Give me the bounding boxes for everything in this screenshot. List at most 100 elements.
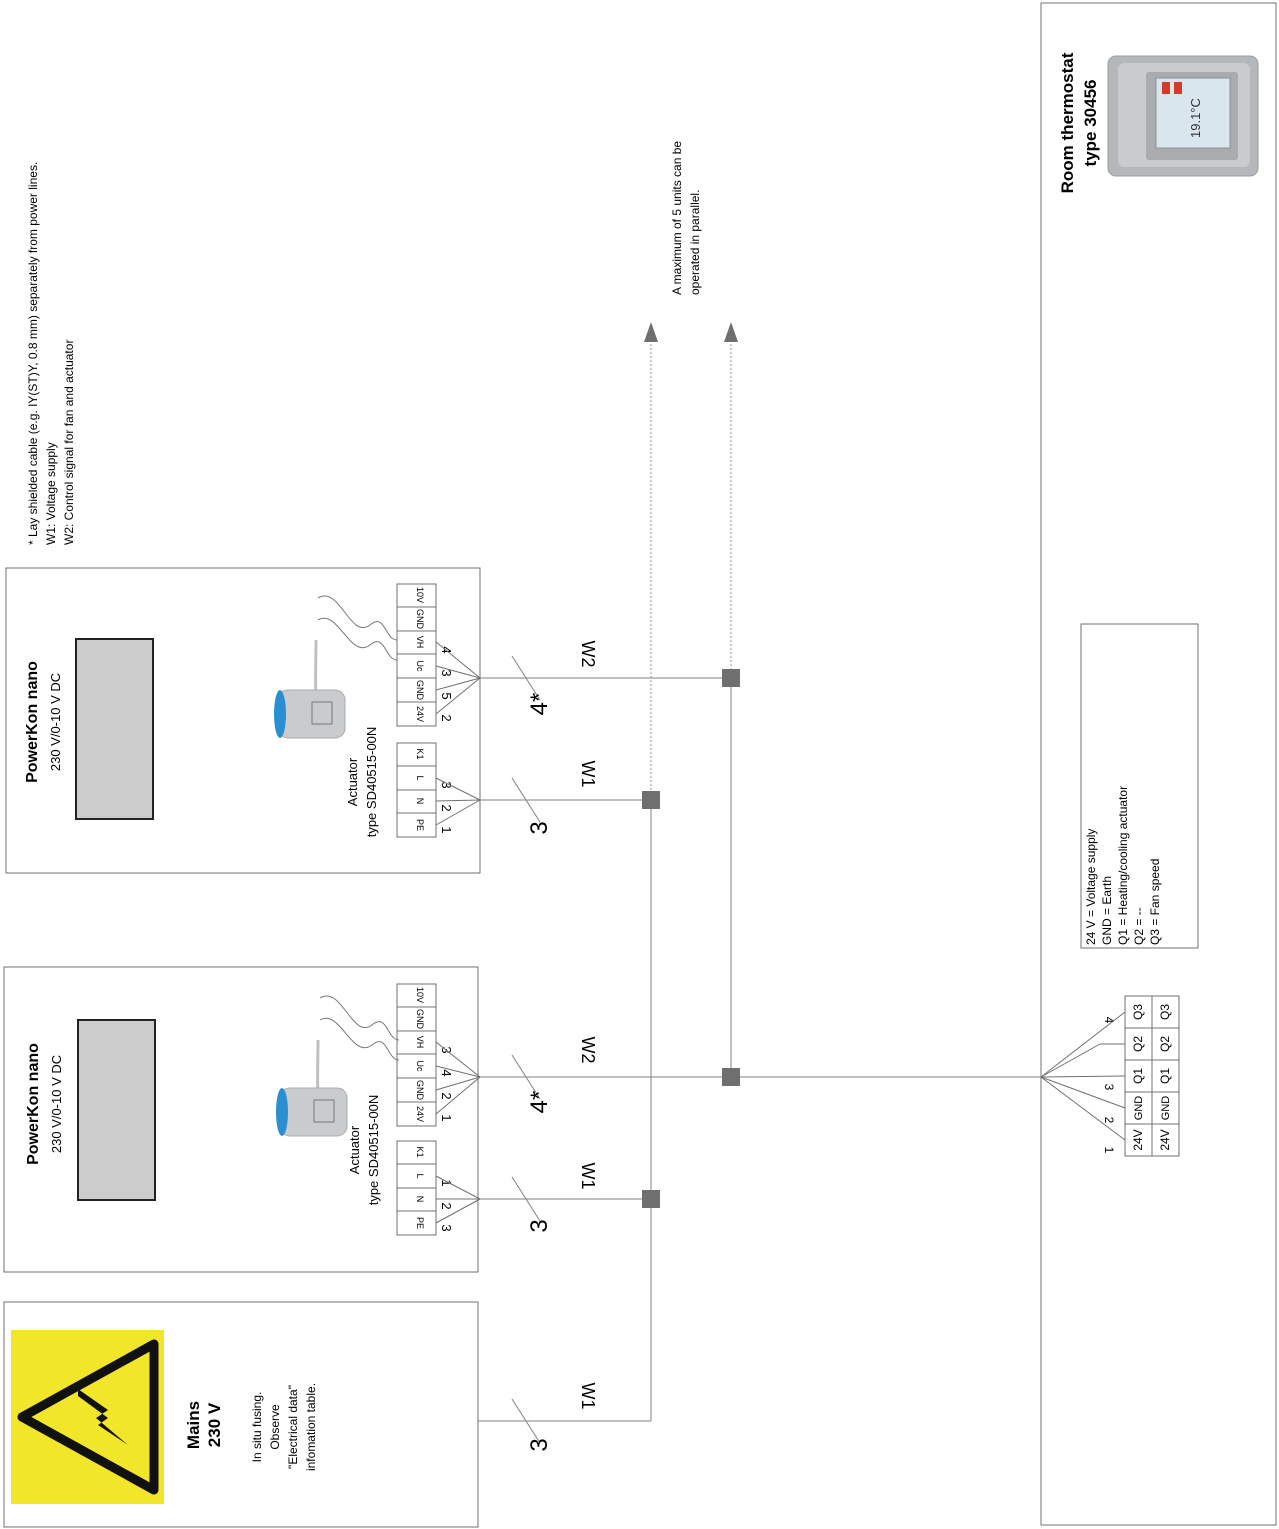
actuator-2-image — [276, 995, 400, 1137]
mains-note-2: Observe — [268, 1404, 282, 1450]
terminal-number: 2 — [439, 1202, 454, 1209]
terminal-label: Q2 — [1158, 1036, 1172, 1052]
unit-1-actuator-label-1: Actuator — [345, 757, 360, 806]
parallel-extension-lines — [650, 340, 732, 800]
terminal-number: 3 — [439, 781, 454, 788]
terminal-number: 3 — [439, 669, 454, 676]
junction-points — [642, 669, 740, 1208]
junction-dot — [642, 1190, 660, 1208]
mains-title-1: Mains — [184, 1401, 203, 1449]
thermostat-device-image: 19.1°C — [1107, 55, 1259, 177]
powerkon-unit-1-display — [75, 638, 154, 820]
unit-2-control-terminals: 24V GND Uc VH GND 10V 1 2 4 3 — [396, 983, 454, 1127]
mains-title-2: 230 V — [205, 1402, 224, 1447]
up-arrow-icon — [724, 322, 738, 342]
cable-labels: W2 W1 W2 W1 W1 4* 3 4* 3 3 — [526, 641, 598, 1452]
terminal-label: 10V — [415, 987, 425, 1003]
cable-notes: * Lay shielded cable (e.g. IY(ST)Y, 0.8 … — [26, 162, 76, 545]
mains-panel — [3, 1301, 479, 1528]
note-line-2: W1: Voltage supply — [44, 442, 58, 545]
terminal-label: GND — [1160, 1096, 1172, 1121]
terminal-label: Q3 — [1131, 1004, 1145, 1020]
legend-item: Q1 = Heating/cooling actuator — [1116, 786, 1130, 945]
junction-dot — [642, 791, 660, 809]
terminal-label: GND — [1133, 1096, 1145, 1121]
terminal-label: K1 — [415, 748, 425, 759]
terminal-number: 2 — [439, 804, 454, 811]
unit-1-power-terminals: PE N L K1 1 2 3 — [396, 742, 454, 838]
terminal-label: 24V — [1158, 1129, 1172, 1150]
thermostat-panel — [1040, 2, 1277, 1526]
terminal-number: 1 — [439, 826, 454, 833]
wire-count: 4* — [526, 693, 553, 716]
unit-2-wire-fans — [435, 1041, 481, 1224]
unit-1-control-terminals: 24V GND Uc VH GND 10V 2 5 3 4 — [396, 583, 454, 727]
terminal-label: Q2 — [1131, 1036, 1145, 1052]
terminal-label: Q1 — [1131, 1068, 1145, 1084]
wire-number: 4 — [1102, 1017, 1116, 1024]
mains-note-3: "Electrical data" — [286, 1385, 300, 1469]
actuator-1-image — [274, 595, 398, 739]
terminal-number: 1 — [439, 1114, 454, 1121]
terminal-number: 2 — [439, 714, 454, 721]
terminal-label: GND — [415, 1009, 425, 1030]
cable-label-w1: W1 — [578, 1383, 598, 1410]
cable-label-w2: W2 — [578, 641, 598, 668]
wire-count: 3 — [526, 1438, 553, 1451]
wiring-lines — [478, 655, 1041, 1444]
note-line-1: * Lay shielded cable (e.g. IY(ST)Y, 0.8 … — [26, 162, 40, 545]
terminal-label: PE — [415, 1217, 425, 1229]
terminal-label: N — [415, 1196, 425, 1203]
terminal-label: Uc — [415, 661, 425, 672]
cable-label-w2: W2 — [578, 1037, 598, 1064]
legend-item: Q2 = -- — [1132, 907, 1146, 945]
unit-1-subtitle: 230 V/0-10 V DC — [48, 673, 63, 771]
up-arrow-icon — [644, 322, 658, 342]
terminal-label: 24V — [1131, 1129, 1145, 1150]
unit-2-actuator-label-1: Actuator — [347, 1125, 362, 1174]
thermostat-legend-box — [1080, 623, 1199, 949]
legend-item: 24 V = Voltage supply — [1084, 829, 1098, 945]
parallel-note-line-2: operated in parallel. — [688, 190, 702, 295]
thermostat-title-line-1: Room thermostat — [1058, 52, 1077, 193]
unit-2-actuator-label-2: type SD40515-00N — [366, 1095, 381, 1206]
parallel-note: A maximum of 5 units can be operated in … — [670, 141, 702, 295]
terminal-number: 5 — [439, 692, 454, 699]
mains-note-4: infomation table. — [304, 1383, 318, 1471]
note-line-3: W2: Control signal for fan and actuator — [62, 340, 76, 545]
thermostat-title: Room thermostat type 30456 — [1058, 52, 1100, 193]
thermostat-terminal-block: 24V GND Q1 Q2 Q3 24V GND Q1 Q2 Q3 1 2 3 … — [1102, 995, 1180, 1157]
terminal-label: 24V — [415, 706, 425, 722]
thermostat-wire-fan — [1040, 1011, 1126, 1141]
powerkon-unit-1-box — [5, 567, 481, 874]
parallel-note-line-1: A maximum of 5 units can be — [670, 141, 684, 295]
terminal-label: L — [415, 775, 425, 780]
cable-label-w1: W1 — [578, 1163, 598, 1190]
terminal-number: 2 — [439, 1092, 454, 1099]
terminal-number: 1 — [439, 1179, 454, 1186]
high-voltage-warning-icon — [11, 1330, 164, 1504]
wire-number: 1 — [1102, 1147, 1116, 1154]
unit-1-wire-fans — [435, 641, 481, 826]
legend-item: GND = Earth — [1100, 876, 1114, 945]
terminal-label: Q3 — [1158, 1004, 1172, 1020]
terminal-label: GND — [415, 1080, 425, 1101]
terminal-label: PE — [415, 819, 425, 831]
thermostat-display-value: 19.1°C — [1188, 98, 1203, 138]
powerkon-unit-2-display — [77, 1019, 156, 1201]
terminal-label: VH — [415, 1036, 425, 1049]
parallel-arrows — [644, 322, 738, 342]
wire-count: 3 — [526, 821, 553, 834]
junction-dot — [722, 669, 740, 687]
cable-label-w1: W1 — [578, 761, 598, 788]
wire-number: 2 — [1102, 1117, 1116, 1124]
junction-dot — [722, 1068, 740, 1086]
terminal-label: L — [415, 1173, 425, 1178]
wire-number: 3 — [1102, 1084, 1116, 1091]
terminal-label: 10V — [415, 587, 425, 603]
terminal-label: N — [415, 798, 425, 805]
powerkon-unit-2-box — [3, 966, 479, 1273]
unit-2-subtitle: 230 V/0-10 V DC — [49, 1055, 64, 1153]
wire-count: 4* — [526, 1091, 553, 1114]
